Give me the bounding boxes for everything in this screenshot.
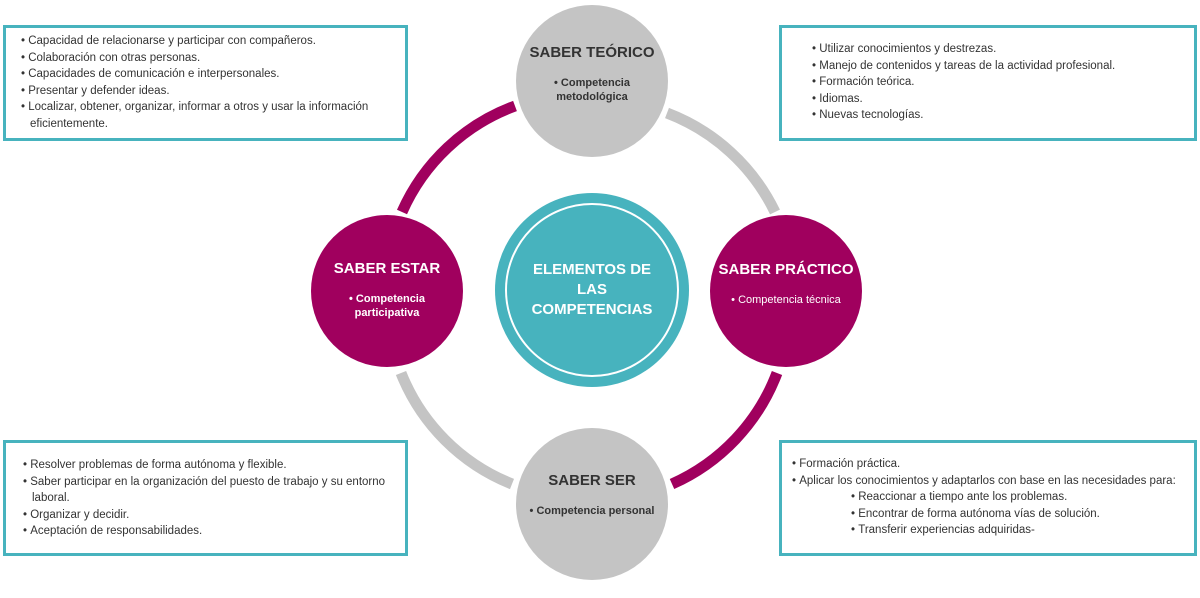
box-top-left-list: Capacidad de relacionarse y participar c… [21, 33, 395, 132]
node-subtitle: • Competencia técnica [731, 294, 841, 306]
node-subtitle: • Competencia personal [529, 505, 655, 517]
list-item: Aplicar los conocimientos y adaptarlos c… [792, 473, 1184, 490]
node-saber-ser: SABER SER • Competencia personal [516, 428, 668, 580]
list-item: Organizar y decidir. [23, 507, 395, 524]
arc-bottom-left [395, 370, 515, 490]
list-item: Formación práctica. [792, 456, 1184, 473]
node-title: SABER PRÁCTICO [718, 261, 854, 278]
box-top-left: Capacidad de relacionarse y participar c… [3, 25, 408, 141]
list-item: Manejo de contenidos y tareas de la acti… [812, 58, 1184, 75]
box-top-right: Utilizar conocimientos y destrezas. Mane… [779, 25, 1197, 141]
center-inner-ring [505, 203, 679, 377]
sub-list-item: Encontrar de forma autónoma vías de solu… [792, 506, 1184, 523]
list-item: Resolver problemas de forma autónoma y f… [23, 457, 395, 474]
list-item: Saber participar en la organización del … [23, 474, 395, 507]
sub-list-item: Transferir experiencias adquiridas- [792, 522, 1184, 539]
list-item: Idiomas. [812, 91, 1184, 108]
node-subtitle: • Competencia metodológica [554, 77, 630, 103]
list-item: Capacidades de comunicación e interperso… [21, 66, 395, 83]
list-item: Capacidad de relacionarse y participar c… [21, 33, 395, 50]
arc-right-bottom [669, 371, 783, 490]
box-bottom-left-list: Resolver problemas de forma autónoma y f… [23, 457, 395, 540]
arc-top-right [665, 107, 780, 215]
list-item: Localizar, obtener, organizar, informar … [21, 99, 395, 132]
list-item: Presentar y defender ideas. [21, 83, 395, 100]
list-item: Utilizar conocimientos y destrezas. [812, 41, 1184, 58]
node-saber-estar: SABER ESTAR • Competencia participativa [311, 215, 463, 367]
list-item: Aceptación de responsabilidades. [23, 523, 395, 540]
node-title: SABER TEÓRICO [529, 44, 655, 61]
node-title: SABER SER [548, 472, 636, 489]
center-title: ELEMENTOS DE LAS COMPETENCIAS [531, 261, 653, 318]
arc-left-top [396, 100, 517, 215]
node-saber-practico: SABER PRÁCTICO • Competencia técnica [710, 215, 862, 367]
node-saber-teorico: SABER TEÓRICO • Competencia metodológica [516, 5, 668, 157]
list-item: Nuevas tecnologías. [812, 107, 1184, 124]
box-bottom-left: Resolver problemas de forma autónoma y f… [3, 440, 408, 556]
sub-list-item: Reaccionar a tiempo ante los problemas. [792, 489, 1184, 506]
box-top-right-list: Utilizar conocimientos y destrezas. Mane… [812, 41, 1184, 124]
list-item: Formación teórica. [812, 74, 1184, 91]
list-item: Colaboración con otras personas. [21, 50, 395, 67]
box-bottom-right-list: Formación práctica. Aplicar los conocimi… [792, 456, 1184, 539]
center-node: ELEMENTOS DE LAS COMPETENCIAS [495, 193, 689, 387]
node-title: SABER ESTAR [333, 260, 441, 277]
node-subtitle: • Competencia participativa [349, 293, 425, 319]
box-bottom-right: Formación práctica. Aplicar los conocimi… [779, 440, 1197, 556]
